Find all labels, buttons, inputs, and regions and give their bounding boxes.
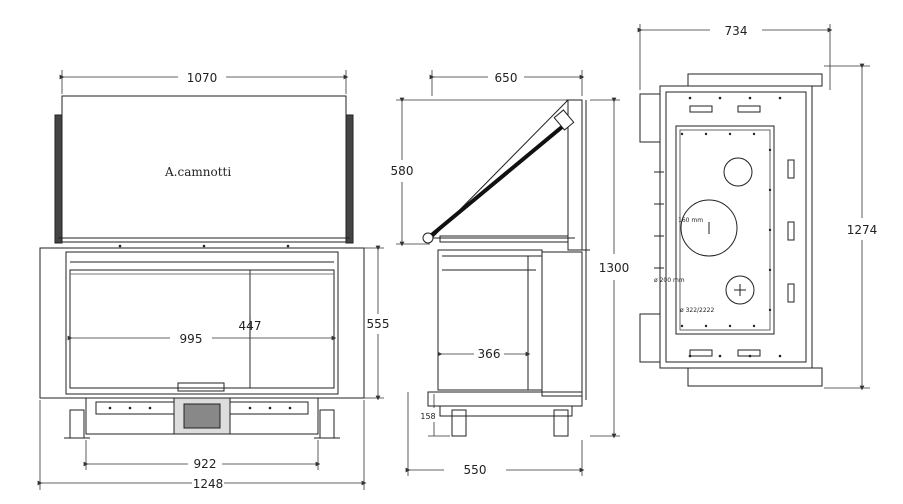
side-rear-body: [541, 251, 583, 397]
rear-bolts: [680, 96, 782, 358]
side-dimensions: [396, 70, 620, 476]
rear-hole-pipe: [725, 275, 755, 305]
label-200mm: ø 200 mm: [654, 277, 685, 284]
front-foot-right: [319, 409, 335, 439]
rear-view: [639, 73, 823, 387]
side-foot-back: [553, 409, 569, 437]
rear-hole-small: [723, 157, 753, 187]
front-dimensions: [37, 70, 384, 490]
dim-front-height: 555: [367, 317, 390, 331]
side-hinge: [422, 232, 434, 244]
rear-outer-frame: [659, 85, 813, 369]
front-frame: [65, 251, 339, 395]
rear-plate: [675, 125, 775, 335]
label-pipe: ø 322/2222: [680, 307, 715, 314]
brand-logo: A.camnotti: [164, 165, 231, 179]
dim-base-width: 922: [194, 457, 217, 471]
side-gas-strut: [426, 120, 570, 240]
front-left-rail: [54, 114, 63, 244]
front-glass-opening: [69, 269, 335, 389]
side-base-strip: [439, 405, 573, 417]
front-fan-grill: [183, 403, 221, 429]
dim-inner-depth: 366: [478, 347, 501, 361]
dim-rear-width: 734: [725, 24, 748, 38]
rear-left-flange-bottom: [639, 313, 661, 363]
label-160mm: 160 mm: [678, 217, 703, 224]
rear-bottom-cap: [687, 367, 823, 387]
side-firebox: [437, 249, 543, 391]
dim-top-width: 1070: [187, 71, 218, 85]
rear-top-cap: [687, 73, 823, 87]
rear-dimensions: [637, 24, 870, 391]
front-view: [39, 95, 365, 439]
front-foot-left: [69, 409, 85, 439]
rear-left-flange-top: [639, 93, 661, 143]
dim-overall-width: 1248: [193, 477, 224, 491]
dim-hood-height: 580: [391, 164, 414, 178]
front-bolts: [108, 244, 292, 410]
rear-hole-large: [680, 199, 738, 257]
dim-top-depth: 650: [495, 71, 518, 85]
front-handle: [177, 382, 225, 392]
side-foot-front: [451, 409, 467, 437]
dim-foot-height: 158: [420, 412, 435, 421]
dim-overall-height: 1300: [599, 261, 630, 275]
side-view: [422, 99, 590, 437]
dim-base-depth: 550: [464, 463, 487, 477]
side-back-panel: [567, 99, 583, 251]
dim-opening-height: 447: [239, 319, 262, 333]
front-right-rail: [345, 114, 354, 244]
side-base: [427, 391, 583, 407]
dim-opening-width: 995: [180, 332, 203, 346]
brand-logo-text: A.camnotti: [164, 165, 231, 179]
dim-rear-height: 1274: [847, 223, 878, 237]
